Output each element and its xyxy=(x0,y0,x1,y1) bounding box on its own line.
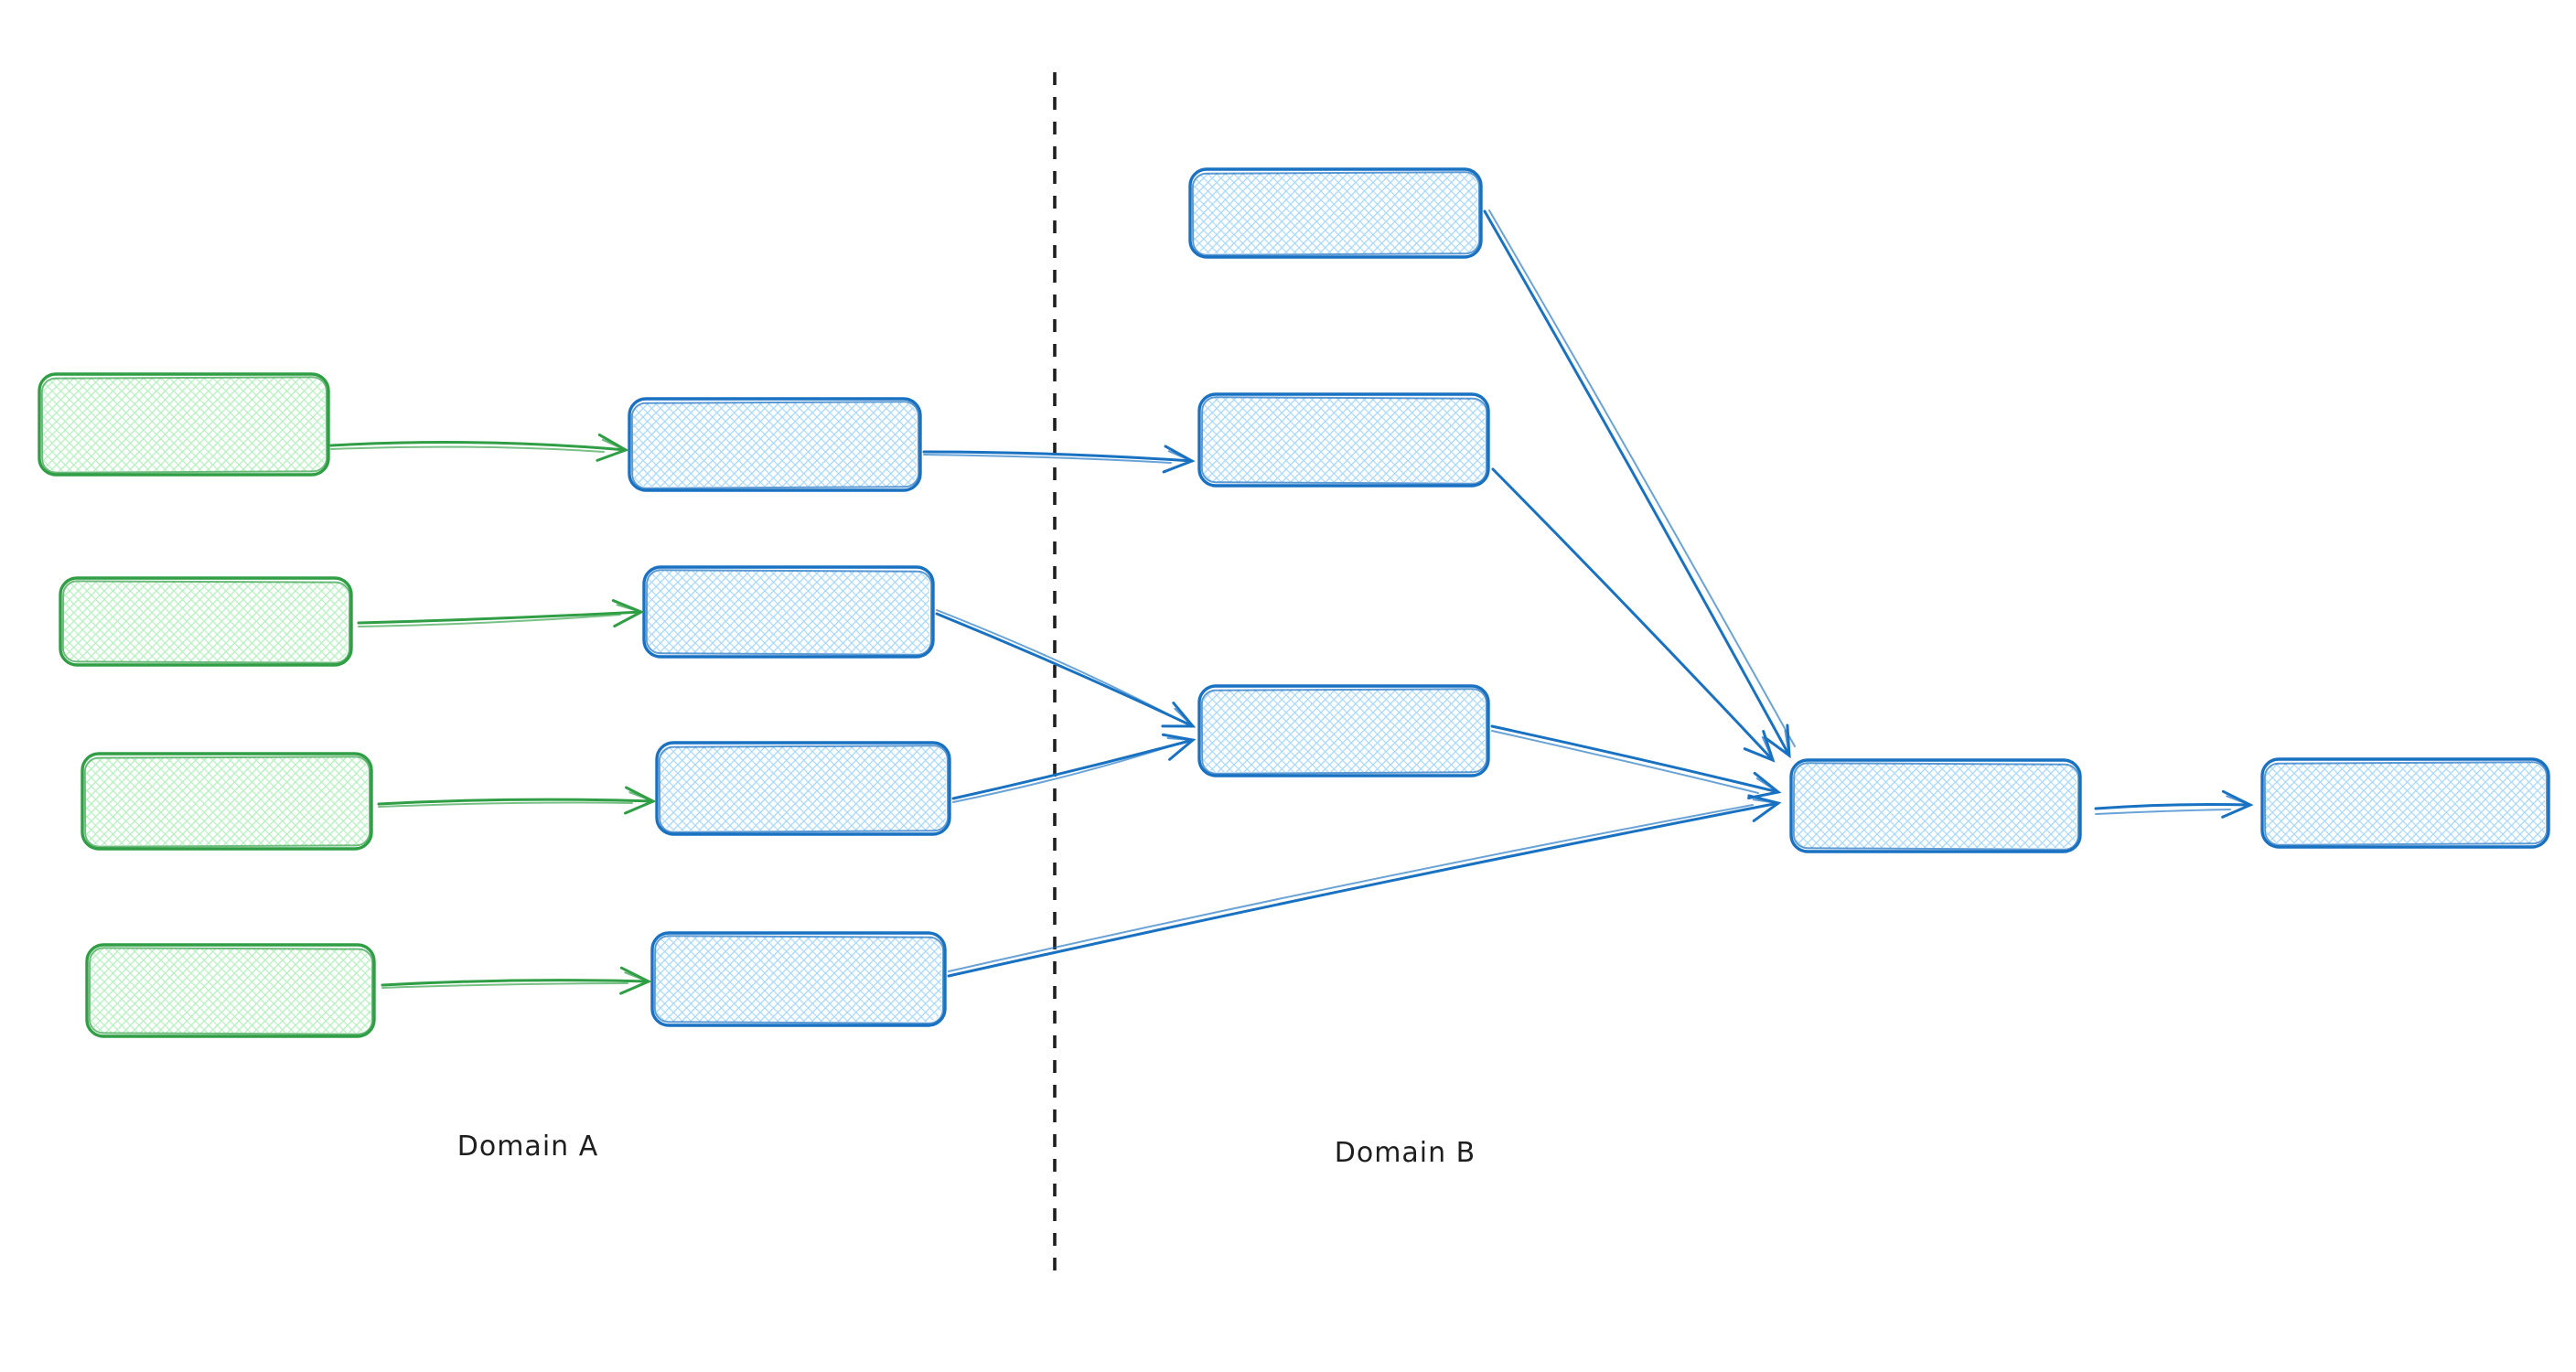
edge-a-stage-3-to-b-node-3 xyxy=(951,733,1197,803)
edge-b-node-3-to-b-merge xyxy=(1490,724,1782,800)
edge-a-stage-4-to-b-merge xyxy=(947,794,1782,978)
node-a-source-4 xyxy=(85,943,376,1038)
edge-a-source-3-to-a-stage-3 xyxy=(377,786,657,815)
edge-b-node-1-to-b-merge xyxy=(1483,209,1796,759)
node-a-source-3 xyxy=(80,752,373,851)
node-b-2 xyxy=(1197,392,1490,488)
node-b-merge xyxy=(1789,758,2082,853)
node-a-stage-3 xyxy=(655,741,951,836)
domain-a-label: Domain A xyxy=(457,1131,598,1163)
node-b-output xyxy=(2260,757,2550,849)
node-a-stage-1 xyxy=(628,397,922,492)
edge-a-source-1-to-a-stage-1 xyxy=(329,433,629,462)
node-a-stage-4 xyxy=(650,931,947,1027)
edge-a-source-2-to-a-stage-2 xyxy=(357,599,645,628)
node-a-stage-2 xyxy=(642,565,935,659)
edge-b-merge-to-b-output xyxy=(2094,789,2254,819)
edge-a-source-4-to-a-stage-4 xyxy=(381,966,652,995)
node-b-1 xyxy=(1188,167,1483,259)
node-a-source-1 xyxy=(38,372,330,477)
edge-b-node-2-to-b-merge xyxy=(1491,467,1776,763)
node-b-3 xyxy=(1197,684,1490,777)
node-a-source-2 xyxy=(59,576,353,667)
edge-a-stage-2-to-b-node-3 xyxy=(935,609,1197,728)
domain-b-label: Domain B xyxy=(1335,1137,1476,1169)
edge-a-stage-1-to-b-node-2 xyxy=(922,445,1196,474)
